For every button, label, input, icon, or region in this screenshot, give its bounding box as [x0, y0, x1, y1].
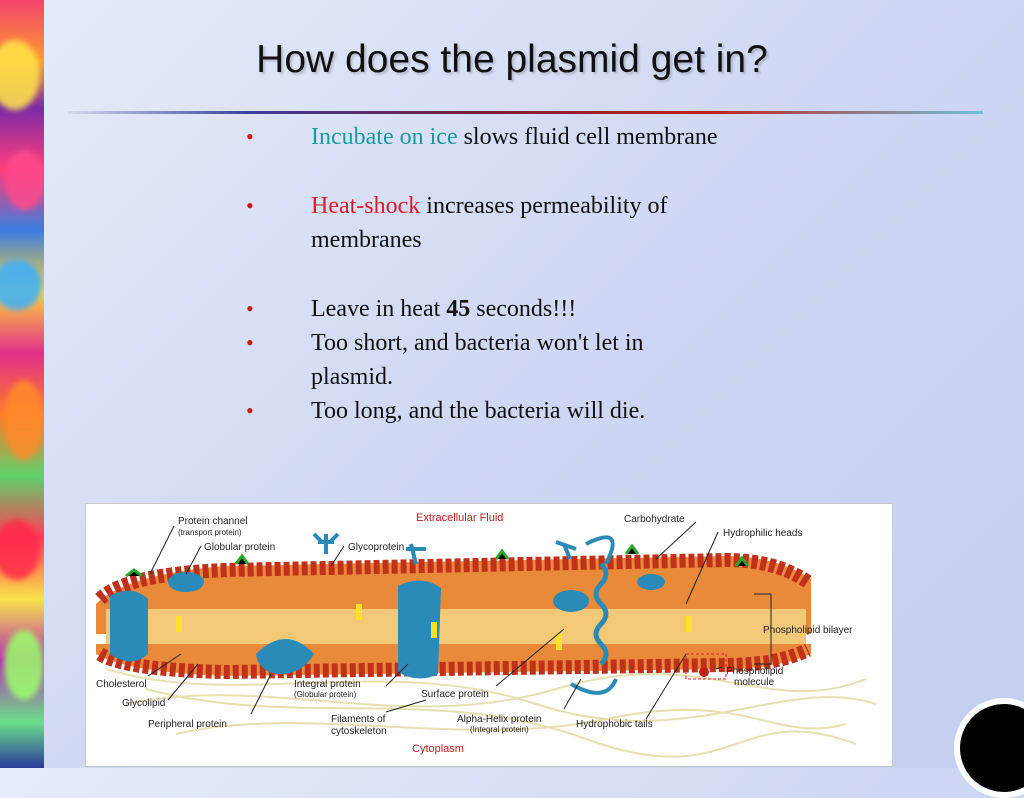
label-filaments-1: Filaments of: [331, 714, 386, 725]
hydrophobic-tail-region: [106, 609, 806, 644]
label-glycoprotein: Glycoprotein: [348, 542, 404, 553]
alpha-helix-shape: [593, 562, 609, 666]
decorative-side-strip: [0, 0, 44, 768]
label-extracellular-fluid: Extracellular Fluid: [416, 512, 503, 524]
globular-protein-shape: [637, 574, 665, 590]
bullet-dot-icon: •: [246, 330, 254, 355]
globular-protein-shape: [168, 572, 204, 592]
cholesterol-markers: [176, 604, 692, 650]
label-alpha-helix-sub: (Integral protein): [470, 725, 529, 734]
bullet-dot-icon: •: [246, 124, 254, 149]
bullet-dot-icon: •: [246, 296, 254, 321]
title-divider: [68, 111, 983, 114]
bullet-highlight: Heat-shock: [311, 193, 421, 219]
bullet-item: • Heat-shock increases permeability of m…: [240, 189, 720, 257]
label-carbohydrate: Carbohydrate: [624, 514, 685, 525]
surface-protein-shape: [553, 590, 589, 612]
phospholipid-molecule-box: [685, 653, 727, 680]
label-phospholipid-bilayer: Phospholipid bilayer: [763, 625, 853, 636]
bullet-text: increases permeability of membranes: [311, 193, 668, 253]
bullet-item: • Too short, and bacteria won't let in p…: [240, 326, 720, 394]
bullet-dot-icon: •: [246, 193, 254, 218]
glycoprotein-branch: [312, 532, 340, 554]
alpha-helix-tail: [585, 535, 615, 565]
membrane-illustration: Protein channel (transport protein) Glob…: [95, 512, 877, 758]
label-alpha-helix: Alpha-Helix protein: [457, 714, 542, 725]
bullet-highlight: Incubate on ice: [311, 124, 458, 150]
label-phospholipid-1: Phospholipid: [726, 666, 783, 677]
label-surface-protein: Surface protein: [421, 689, 489, 700]
bullet-text: seconds!!!: [470, 296, 577, 322]
label-cytoplasm: Cytoplasm: [412, 743, 464, 755]
peripheral-protein-shape: [256, 639, 314, 675]
bullet-text: Too short, and bacteria won't let in pla…: [311, 330, 644, 390]
cytoskeleton-filaments: [105, 668, 877, 758]
bullet-list: • Incubate on ice slows fluid cell membr…: [240, 120, 720, 428]
leader-lines: [147, 521, 772, 720]
label-globular-protein: Globular protein: [204, 542, 275, 553]
label-protein-channel-sub: (transport protein): [178, 528, 242, 537]
hydrophilic-heads-row: [95, 552, 812, 605]
glycoprotein-branch: [555, 540, 577, 560]
label-integral-protein: Integral protein: [294, 679, 361, 690]
bullet-text: Too long, and the bacteria will die.: [311, 398, 646, 424]
label-integral-protein-sub: (Globular protein): [294, 690, 357, 699]
label-hydrophobic-tails: Hydrophobic tails: [576, 719, 653, 730]
integral-protein-shape: [398, 580, 441, 679]
label-protein-channel: Protein channel: [178, 516, 248, 527]
glycoprotein-branch: [406, 543, 426, 565]
phospholipid-head: [699, 667, 709, 677]
label-peripheral-protein: Peripheral protein: [148, 719, 227, 730]
slide-title: How does the plasmid get in?: [256, 38, 768, 81]
label-phospholipid-2: molecule: [734, 677, 774, 688]
corner-decoration: [954, 698, 1024, 798]
glycolipid-markers: [125, 543, 750, 578]
bullet-item: • Incubate on ice slows fluid cell membr…: [240, 120, 720, 154]
label-filaments-2: cytoskeleton: [331, 726, 387, 737]
bullet-item: • Too long, and the bacteria will die.: [240, 394, 720, 428]
alpha-helix-tail: [570, 678, 618, 695]
protein-channel-shape: [110, 590, 148, 662]
bullet-dot-icon: •: [246, 398, 254, 423]
bullet-item: • Leave in heat 45 seconds!!!: [240, 292, 720, 326]
bullet-emphasis: 45: [446, 296, 471, 322]
label-cholesterol: Cholesterol: [96, 679, 147, 690]
cell-membrane-diagram: Protein channel (transport protein) Glob…: [85, 503, 893, 767]
label-hydrophilic-heads: Hydrophilic heads: [723, 528, 803, 539]
hydrophilic-heads-row: [96, 643, 811, 680]
label-glycolipid: Glycolipid: [122, 698, 165, 709]
bullet-text: slows fluid cell membrane: [457, 124, 718, 150]
bullet-text: Leave in heat: [311, 296, 447, 322]
